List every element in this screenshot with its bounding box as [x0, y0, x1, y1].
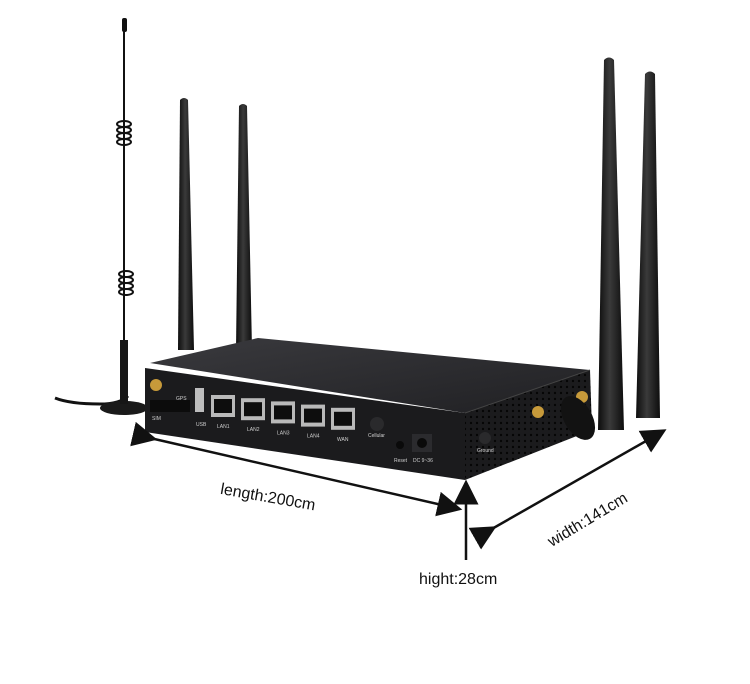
- port-label: LAN4: [307, 434, 320, 440]
- port-label: LAN3: [277, 430, 290, 436]
- label-gps: GPS: [176, 396, 187, 402]
- cellular-led: [370, 417, 384, 431]
- length-arrow: [130, 421, 463, 517]
- port-label: WAN: [337, 437, 349, 443]
- label-reset: Reset: [394, 458, 408, 464]
- label-sim: SIM: [152, 416, 161, 422]
- sim-slot: [150, 400, 190, 412]
- antenna-coil-upper: [116, 120, 132, 146]
- label-usb: USB: [196, 422, 207, 428]
- width-arrow: [468, 429, 667, 550]
- sma-connector-side-1: [532, 406, 544, 418]
- antenna-coil-lower: [118, 270, 134, 296]
- antenna-rear-right-1: [598, 57, 624, 430]
- port-label: LAN2: [247, 427, 260, 433]
- magnetic-antenna: [54, 18, 148, 415]
- reset-button: [396, 441, 404, 449]
- label-ground: Ground: [477, 448, 494, 454]
- port-label: LAN1: [217, 424, 230, 430]
- side-led: [479, 432, 491, 444]
- usb-port: [195, 388, 204, 412]
- antenna-rear-left-2: [236, 104, 252, 350]
- sma-connector-gps: [150, 379, 162, 391]
- label-cellular: Cellular: [368, 433, 385, 439]
- label-dc: DC 9~36: [413, 458, 433, 464]
- antenna-rear-right-2: [636, 71, 660, 418]
- antenna-rear-left-1: [178, 98, 194, 350]
- height-label: hight:28cm: [419, 571, 498, 588]
- antenna-side-stub: [560, 396, 596, 440]
